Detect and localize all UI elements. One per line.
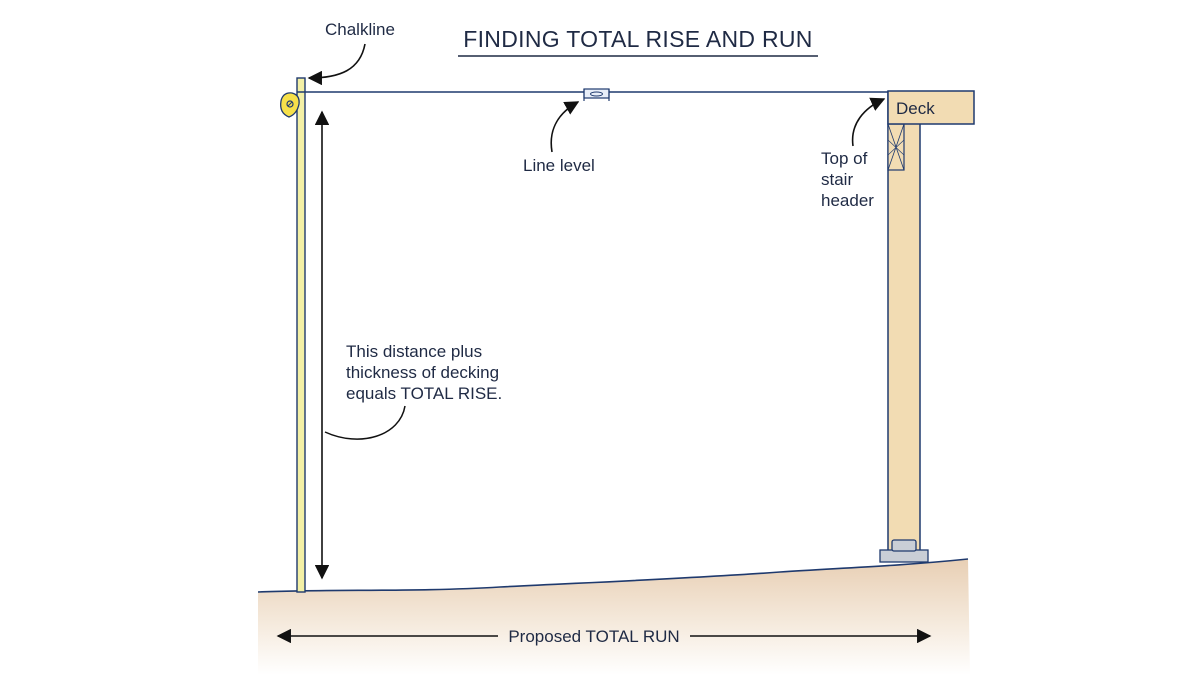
total-rise-note: This distance plus thickness of decking … [346, 342, 504, 403]
line-level-icon [583, 88, 610, 101]
stair-header-label: Top of stair header [821, 149, 874, 210]
stake [296, 77, 306, 593]
ground [258, 559, 970, 675]
total-rise-note-line-2: thickness of decking [346, 363, 499, 382]
line-level-arrow [550, 101, 580, 153]
stair-header [887, 123, 905, 171]
stair-header-line-3: header [821, 191, 874, 210]
diagram-title: FINDING TOTAL RISE AND RUN [463, 26, 812, 52]
total-run-label: Proposed TOTAL RUN [508, 627, 679, 646]
total-rise-leader [324, 405, 406, 440]
post-footing [879, 539, 929, 563]
total-rise-note-line-1: This distance plus [346, 342, 482, 361]
chalkline-arrow [307, 43, 366, 86]
chalk-box-icon [280, 92, 300, 118]
stair-header-line-1: Top of [821, 149, 868, 168]
deck-beam [887, 90, 975, 125]
stair-header-line-2: stair [821, 170, 853, 189]
deck-label: Deck [896, 99, 935, 118]
total-rise-note-line-3: equals TOTAL RISE. [346, 384, 502, 403]
stair-header-arrow [851, 97, 886, 147]
ground-surface-line [257, 558, 969, 593]
line-level-label: Line level [523, 156, 595, 175]
chalkline-label: Chalkline [325, 20, 395, 39]
